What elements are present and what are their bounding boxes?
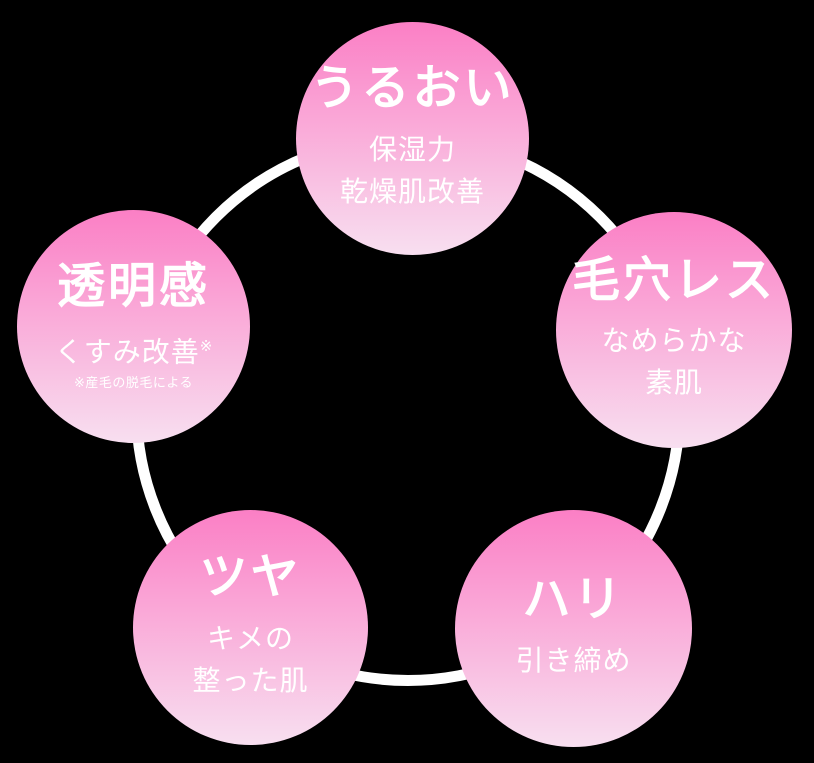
bubble-glow-subtitle-line1: キメの (206, 622, 294, 654)
bubble-glow-subtitle-line2: 整った肌 (192, 664, 309, 696)
bubble-moisture-title: うるおい (310, 62, 515, 116)
bubble-poreless-subtitle: なめらかな 素肌 (601, 320, 746, 404)
bubble-firmness: ハリ 引き締め (455, 510, 692, 747)
bubble-glow-subtitle: キメの 整った肌 (192, 618, 308, 702)
bubble-firmness-subtitle-line1: 引き締め (515, 644, 632, 676)
bubble-firmness-title: ハリ (522, 573, 625, 627)
bubble-clarity-title: 透明感 (56, 259, 210, 313)
bubble-moisture-subtitle: 保湿力 乾燥肌改善 (340, 129, 485, 213)
bubble-poreless-subtitle-line1: なめらかな (601, 325, 747, 357)
bubble-poreless-subtitle-line2: 素肌 (644, 367, 703, 399)
bubble-glow-title: ツヤ (199, 551, 302, 605)
bubble-moisture-subtitle-line2: 乾燥肌改善 (339, 175, 485, 207)
footnote-marker: ※ (199, 338, 213, 356)
bubble-poreless: 毛穴レス なめらかな 素肌 (556, 212, 792, 448)
bubble-firmness-subtitle: 引き締め (515, 640, 631, 682)
bubble-clarity-subtitle: くすみ改善※ (55, 326, 213, 373)
bubble-clarity-subtitle-text: くすみ改善 (54, 336, 200, 368)
bubble-glow: ツヤ キメの 整った肌 (133, 510, 368, 745)
bubble-poreless-title: 毛穴レス (571, 253, 776, 307)
bubble-moisture: うるおい 保湿力 乾燥肌改善 (296, 22, 529, 255)
bubble-moisture-subtitle-line1: 保湿力 (368, 133, 456, 165)
bubble-clarity-footnote: ※産毛の脱毛による (73, 375, 193, 391)
bubble-clarity: 透明感 くすみ改善※ ※産毛の脱毛による (17, 210, 250, 443)
